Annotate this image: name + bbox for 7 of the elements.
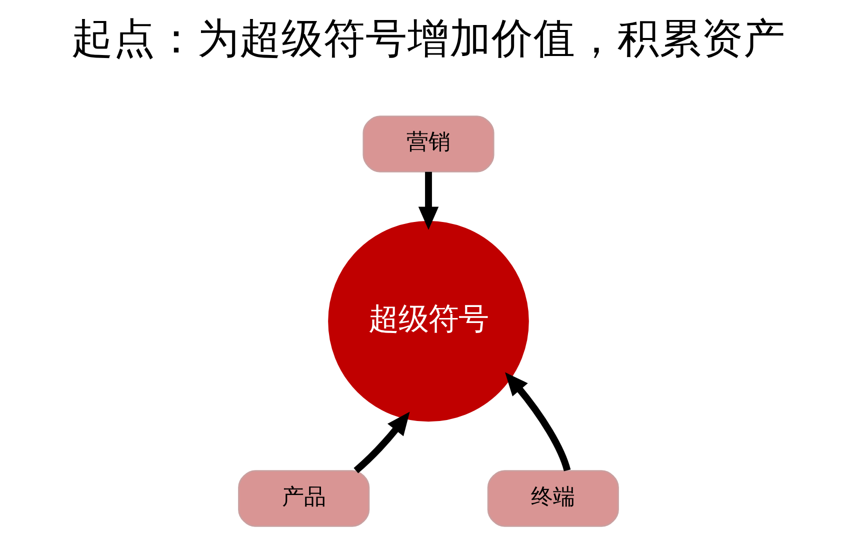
arrow: [505, 372, 571, 472]
diagram-title: 起点：为超级符号增加价值，积累资产: [72, 14, 786, 63]
node-box: 营销: [362, 116, 494, 172]
node-box: 终端: [487, 470, 619, 527]
node-box: 产品: [238, 470, 370, 527]
arrow: [418, 172, 439, 230]
arrow: [354, 412, 410, 474]
